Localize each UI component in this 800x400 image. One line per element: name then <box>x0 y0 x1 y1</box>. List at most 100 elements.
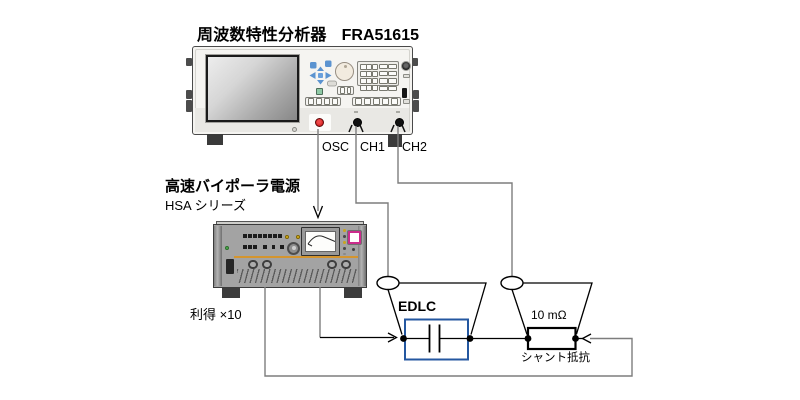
fra-foot <box>206 134 223 145</box>
function-key-group-right <box>352 97 401 106</box>
ch1-label: CH1 <box>360 140 386 154</box>
pink-output-button <box>348 231 361 244</box>
key <box>332 98 338 105</box>
key <box>340 86 345 94</box>
key <box>243 233 247 238</box>
ch2-label: CH2 <box>402 140 428 154</box>
power-standby-button <box>402 62 410 70</box>
binding-post <box>341 259 351 269</box>
soft-key-icon <box>310 62 317 69</box>
hsa-left-rail <box>214 226 222 286</box>
vent-grille <box>237 269 357 283</box>
key <box>243 244 247 249</box>
green-key <box>316 88 323 95</box>
shunt-value-label: 10 mΩ <box>531 308 567 322</box>
analyzer-title: 周波数特性分析器 FRA51615 <box>197 21 419 45</box>
ch1-input-connector <box>352 117 362 127</box>
hsa-foot <box>221 287 240 298</box>
key <box>379 85 389 91</box>
key <box>382 98 389 105</box>
hsa-button-row-2 <box>243 244 284 249</box>
capacitor-symbol-icon <box>404 324 470 353</box>
side-handle-mount <box>412 58 418 66</box>
ch1-probe-right-lead <box>399 282 487 335</box>
hsa-power-supply-device <box>213 224 367 288</box>
key <box>280 244 284 249</box>
down-arrow-icon <box>317 80 324 85</box>
hsa-slot <box>226 258 234 274</box>
ch2-probe-left-lead <box>511 289 528 335</box>
binding-post <box>262 259 272 269</box>
numeric-keypad-right <box>379 64 398 91</box>
numeric-keypad-left <box>360 64 379 91</box>
hsa-right-rail <box>358 226 366 286</box>
key <box>388 71 398 77</box>
soft-key-icon <box>325 60 332 67</box>
ch1-cable <box>355 126 389 277</box>
key <box>263 233 267 238</box>
key <box>316 98 322 105</box>
arrow-keypad-icon <box>309 60 337 87</box>
analog-meter <box>301 227 340 256</box>
binding-post <box>248 259 258 269</box>
side-handle-mount <box>412 100 419 112</box>
key <box>388 85 398 91</box>
key <box>248 233 252 238</box>
status-led <box>343 235 346 238</box>
meter-needle-icon <box>307 234 335 246</box>
osc-output-connector <box>314 117 324 127</box>
ch1-probe-left-lead <box>387 289 403 335</box>
edlc-label: EDLC <box>398 298 437 314</box>
key <box>271 244 275 249</box>
key <box>379 71 389 77</box>
ch2-probe-right-lead <box>523 282 593 335</box>
key <box>391 98 398 105</box>
analyzer-title-jp: 周波数特性分析器 <box>197 27 327 44</box>
feed-arrowhead-icon <box>387 332 398 343</box>
key <box>371 84 379 91</box>
ch2-cable-loop <box>500 275 524 291</box>
bnc-legs <box>348 124 406 133</box>
small-indicator <box>403 74 410 78</box>
osc-arrowhead-icon <box>312 205 324 220</box>
hsa-knob <box>287 241 300 255</box>
enter-key-icon <box>318 73 323 78</box>
fra-analyzer-device <box>192 46 413 135</box>
analyzer-model: FRA51615 <box>341 27 419 44</box>
key <box>388 78 398 84</box>
small-key <box>327 80 337 87</box>
small-dot <box>352 248 355 251</box>
key <box>308 98 314 105</box>
key <box>248 244 252 249</box>
key <box>388 64 398 70</box>
side-handle-mount <box>412 90 419 99</box>
edlc-box <box>404 318 469 361</box>
connector-tick <box>354 111 358 113</box>
card-slot <box>402 88 407 98</box>
yellow-led <box>296 234 300 239</box>
numeric-keypad <box>357 61 399 91</box>
key <box>379 78 389 84</box>
up-arrow-icon <box>317 66 324 71</box>
status-led <box>343 241 346 244</box>
side-handle-mount <box>186 58 192 66</box>
supply-return-wire <box>264 287 633 377</box>
function-key-group-left <box>305 97 341 106</box>
key <box>324 98 330 105</box>
ch1-cable-loop <box>376 275 400 291</box>
status-led <box>343 247 346 250</box>
key <box>379 64 389 70</box>
fra-screen <box>206 55 299 122</box>
small-indicator <box>403 99 410 104</box>
green-led <box>225 246 229 250</box>
hsa-button-row-1 <box>243 233 282 238</box>
panel-screw <box>291 127 297 132</box>
key <box>273 233 277 238</box>
key <box>371 77 379 84</box>
shunt-resistor-box <box>526 326 577 351</box>
rotary-knob <box>335 62 354 81</box>
yellow-led <box>285 234 289 239</box>
osc-label: OSC <box>322 140 350 154</box>
supply-title: 高速バイポーラ電源 <box>165 178 301 195</box>
right-arrow-icon <box>325 72 332 79</box>
